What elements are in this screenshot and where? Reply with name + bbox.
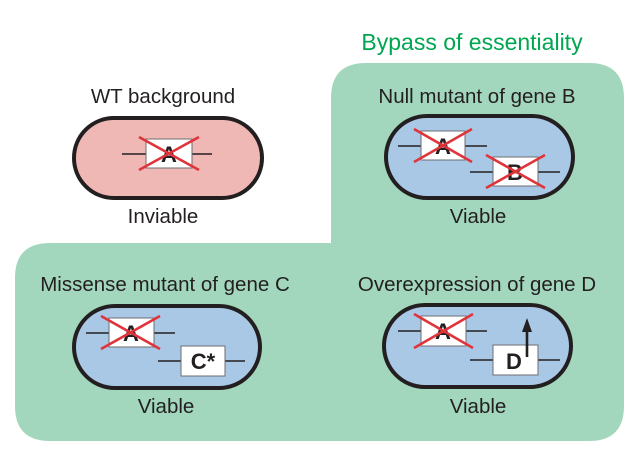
deletion-cross-icon: [100, 314, 161, 351]
outcome-label: Inviable: [128, 205, 199, 228]
bypass-title: Bypass of essentiality: [361, 29, 583, 55]
panel-label: Missense mutant of gene C: [40, 273, 290, 296]
outcome-label: Viable: [450, 205, 507, 228]
deletion-cross-icon: [138, 135, 200, 172]
panel-label: WT background: [91, 85, 235, 108]
deletion-cross-icon: [485, 153, 546, 190]
cell-viable: [384, 114, 575, 200]
gene-box-c-star: [180, 345, 226, 377]
gene-box-d: [492, 344, 539, 376]
cell-viable: [382, 303, 573, 389]
outcome-label: Viable: [450, 395, 507, 418]
panel-wt: WT background A Inviable: [72, 85, 264, 228]
gene-label-d: D: [506, 349, 522, 374]
deletion-cross-icon: [413, 312, 474, 350]
overexpression-arrow-icon: [522, 318, 532, 357]
gene-label-c-star: C*: [191, 349, 216, 374]
panel-overexp-d: Overexpression of gene D A D Viable: [358, 273, 596, 418]
outcome-label: Viable: [138, 395, 195, 418]
panel-label: Overexpression of gene D: [358, 273, 596, 296]
panel-missense-c: Missense mutant of gene C A C* Viable: [40, 273, 290, 418]
cell-viable: [72, 304, 262, 390]
deletion-cross-icon: [413, 127, 473, 164]
panel-label: Null mutant of gene B: [378, 85, 575, 108]
panel-null-b: Null mutant of gene B A B Viable: [378, 85, 575, 228]
